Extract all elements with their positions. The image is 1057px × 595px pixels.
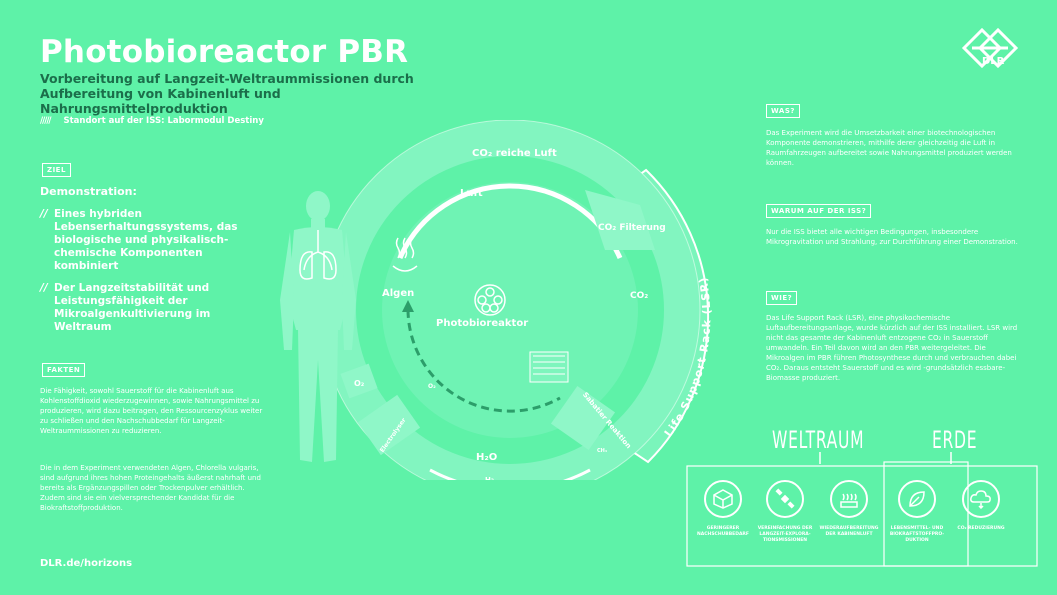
hydrogen-label: H₂ <box>485 476 494 480</box>
satellite-icon <box>766 480 804 518</box>
benefits-frame <box>686 452 1038 567</box>
what-text: Das Experiment wird die Umsetzbarkeit ei… <box>766 129 1012 167</box>
page-title: Photobioreactor PBR <box>40 34 409 70</box>
location-line: ///// Standort auf der ISS: Labormodul D… <box>40 116 264 126</box>
o2-box <box>340 363 378 399</box>
algae-bowl-icon <box>392 237 418 272</box>
goal-item-marker: // <box>40 208 48 220</box>
facts-paragraph: Die in dem Experiment verwendeten Algen,… <box>40 464 261 512</box>
box-icon <box>704 480 742 518</box>
flow-arrow-icon <box>402 300 414 312</box>
goal-item: // Der Langzeitstabilität und Leistungsf… <box>40 282 260 334</box>
ch4-label: CH₄ <box>597 448 607 454</box>
pbr-device-icon <box>529 351 569 383</box>
air-label: Luft <box>460 188 483 199</box>
co2-cloud-icon <box>962 480 1000 518</box>
electrolyser-box <box>357 394 421 456</box>
inner-disc <box>382 182 638 438</box>
co2-rich-air-label: CO₂ reiche Luft <box>472 148 557 159</box>
benefit-label: CO₂ REDUZIERUNG <box>957 526 1005 531</box>
o2-inner-label: O₂ <box>428 383 436 390</box>
co2-filter-box <box>585 190 655 250</box>
location-marker: ///// <box>40 116 51 126</box>
what-tag: WAS? <box>766 104 800 118</box>
lungs-icon <box>299 230 337 280</box>
benefit-label: LEBENSMITTEL- UND BIOKRAFTSTOFFPRO-DUKTI… <box>889 526 945 543</box>
water-label: H₂O <box>476 452 497 463</box>
why-tag: WARUM AUF DER ISS? <box>766 204 872 218</box>
dlr-logo-icon <box>961 27 1019 69</box>
air-icon <box>830 480 868 518</box>
how-text: Das Life Support Rack (LSR), eine physik… <box>766 314 1018 382</box>
benefit-label: GERINGERER NACHSCHUBBEDARF <box>697 526 749 537</box>
how-tag: WIE? <box>766 291 798 305</box>
leaf-icon <box>898 480 936 518</box>
co2-filtering-label: CO₂ Filterung <box>598 223 666 233</box>
co2-label: CO₂ <box>630 291 648 301</box>
earth-label: ERDE <box>932 426 978 454</box>
facts-tag: FAKTEN <box>42 363 86 377</box>
goal-item-marker: // <box>40 282 48 294</box>
space-label: WELTRAUM <box>772 426 865 454</box>
sabatier-box <box>550 385 616 451</box>
goal-heading: Demonstration: <box>40 185 137 198</box>
water-band <box>429 468 591 480</box>
o2-outer-label: O₂ <box>354 379 365 388</box>
algae-label: Algen <box>382 288 414 299</box>
goal-item-text: Der Langzeitstabilität und Leistungsfähi… <box>54 282 211 333</box>
algae-cell-icon <box>474 284 506 316</box>
goal-item: // Eines hybriden Lebenserhaltungssystem… <box>40 208 260 273</box>
page-subtitle: Vorbereitung auf Langzeit-Weltraummissio… <box>40 71 414 116</box>
goal-item-text: Eines hybriden Lebenserhaltungssystems, … <box>54 208 238 272</box>
algae-flow-arc <box>406 309 561 413</box>
location-text: Standort auf der ISS: Labormodul Destiny <box>63 116 264 126</box>
facts-paragraph: Die Fähigkeit, sowohl Sauerstoff für die… <box>40 387 263 435</box>
benefit-label: VEREINFACHUNG DER LANGZEIT-EXPLORA-TIONS… <box>757 526 813 543</box>
footer-link[interactable]: DLR.de/horizons <box>40 558 133 569</box>
benefit-label: WIEDERAUFBEREITUNG DER KABINENLUFT <box>819 526 879 537</box>
cycle-diagram: CO₂ reiche Luft Luft Algen Photobioreakt… <box>280 120 712 480</box>
photobioreactor-label: Photobioreaktor <box>436 318 528 329</box>
goal-tag: ZIEL <box>42 163 71 177</box>
human-silhouette-icon <box>280 191 356 462</box>
dlr-logo-text: DLR <box>982 56 1005 67</box>
why-text: Nur die ISS bietet alle wichtigen Beding… <box>766 228 1018 246</box>
